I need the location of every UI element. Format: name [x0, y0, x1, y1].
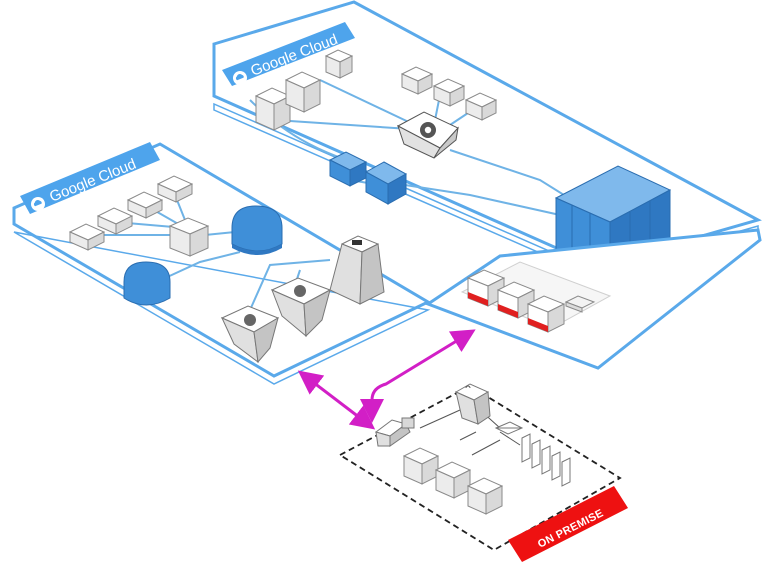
- document-stack-icon: [521, 433, 571, 487]
- server-icon: [434, 461, 472, 499]
- blue-block: [364, 161, 408, 205]
- server-icon: [156, 175, 194, 203]
- server-row-upper-right: [400, 66, 498, 121]
- server-icon: [96, 207, 134, 235]
- storage-disk: [564, 295, 596, 313]
- server-icon: [68, 223, 106, 251]
- cloud-icon: [233, 71, 247, 85]
- hub-node: [270, 277, 332, 338]
- managed-instance-row: [466, 269, 596, 333]
- envelope-icon: [494, 421, 524, 435]
- server-icon: [324, 49, 354, 79]
- bidirectional-arrow-icon: [297, 370, 376, 430]
- tower-node: [329, 235, 385, 305]
- server-icon: [168, 217, 210, 257]
- gateway-device: [374, 417, 415, 447]
- server-icon: [284, 71, 322, 113]
- gear-icon: [420, 122, 436, 138]
- hub-node: [220, 305, 280, 364]
- server-cluster-lower: [68, 175, 210, 257]
- gear-hub: [396, 111, 459, 159]
- premise-connectors: [419, 409, 521, 456]
- blue-block-pair: [328, 151, 408, 205]
- hub-icon: [244, 314, 256, 326]
- server-icon: [432, 78, 466, 107]
- tower-indicator: [352, 240, 362, 245]
- blue-dome-large: [231, 205, 283, 255]
- premise-server-row: [402, 447, 504, 515]
- managed-instance: [496, 281, 536, 319]
- server-icon: [126, 191, 164, 219]
- server-icon: [466, 477, 504, 515]
- blue-dome-small: [123, 261, 171, 306]
- server-icon: [464, 92, 498, 121]
- cloud-region-lower: Google Cloud: [12, 142, 432, 385]
- server-icon: [402, 447, 440, 485]
- server-cluster-upper-left: [254, 49, 354, 131]
- hub-icon: [294, 285, 306, 297]
- server-icon: [400, 66, 434, 95]
- cloud-icon: [31, 197, 45, 211]
- server-icon: [254, 87, 292, 131]
- blue-block: [328, 151, 368, 187]
- bidirectional-arrow-icon: [360, 329, 476, 423]
- managed-instance: [526, 295, 566, 333]
